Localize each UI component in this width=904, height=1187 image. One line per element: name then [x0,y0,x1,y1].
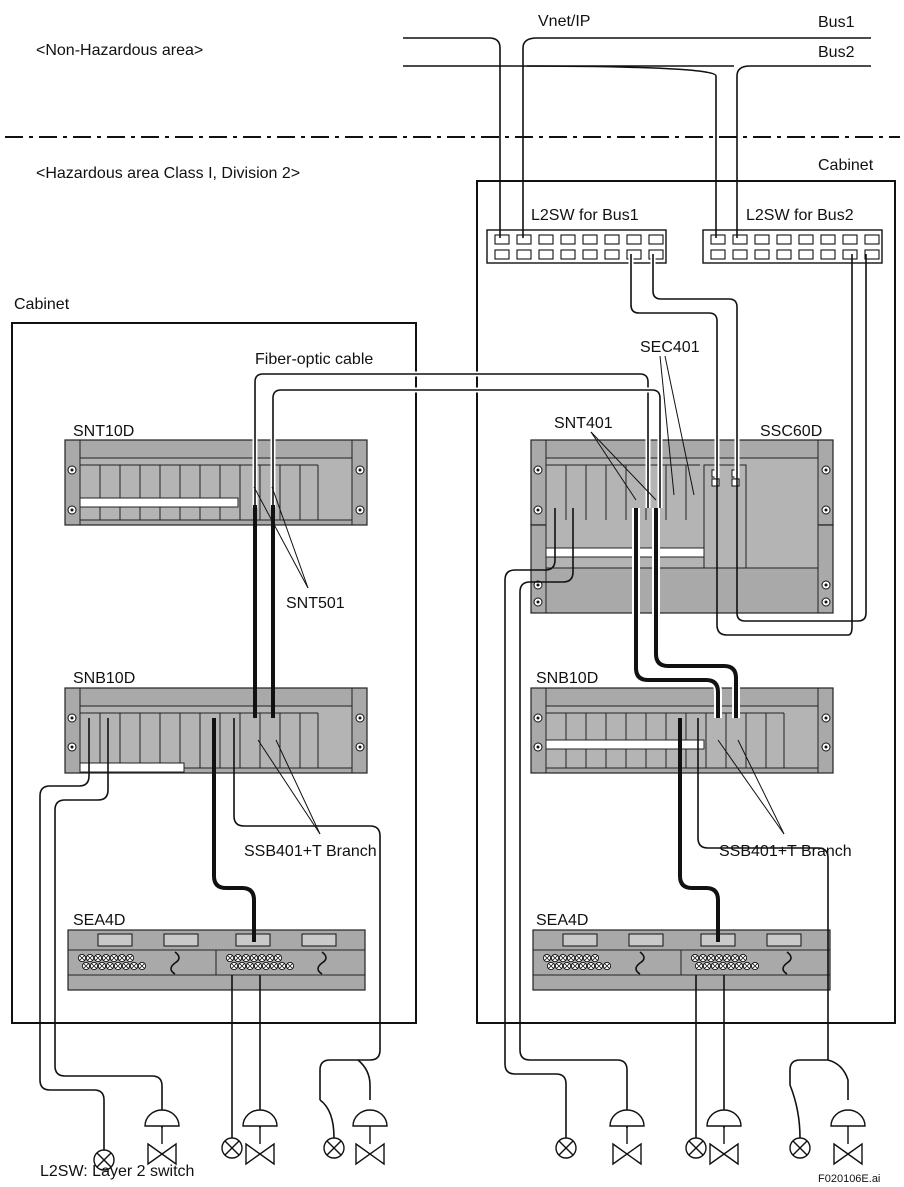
vnet-ip-label: Vnet/IP [538,13,590,30]
figure-id: F020106E.ai [818,1173,880,1185]
bus1-label: Bus1 [818,14,855,31]
valve-icon [609,1109,645,1165]
sea4d-left-unit [67,929,366,991]
l2sw-ports [494,234,880,260]
ssb401-right-label: SSB401+T Branch [719,843,852,860]
sea4d-right-unit [532,929,831,991]
field-devices [93,1109,866,1171]
snt10d-label: SNT10D [73,423,134,440]
bus2-label: Bus2 [818,44,855,61]
sec401-pointers [659,355,695,496]
ssc60d-label: SSC60D [760,423,822,440]
l2sw-bus2-label: L2SW for Bus2 [746,207,854,224]
lamp-icon [221,1137,243,1159]
snb10d-left-to-sea4d-cable [212,718,256,942]
ssc60d-unit [530,439,834,614]
valve-icon [706,1109,742,1165]
lamp-icon [685,1137,707,1159]
bus-to-switch-cables [488,37,751,238]
snb10d-right-label: SNB10D [536,670,598,687]
right-cabinet-label: Cabinet [818,157,874,174]
valve-icon [352,1109,388,1165]
switch-to-ssc60d-cables [628,254,740,478]
snb10d-right-to-sea4d-cable [678,718,720,942]
sea4d-right-label: SEA4D [536,912,588,929]
valve-icon [830,1109,866,1165]
ssb401-right-pointers [717,739,785,835]
hazardous-area-label: <Hazardous area Class I, Division 2> [36,165,300,182]
left-cabinet [11,322,417,1024]
lamp-icon [789,1137,811,1159]
sec401-label: SEC401 [640,339,700,356]
snt501-label: SNT501 [286,595,345,612]
snt401-label: SNT401 [554,415,613,432]
ssc60d-to-snb10d-cables [632,508,740,718]
snt10d-to-snb10d-cables [253,505,275,718]
snt501-pointers [253,486,309,589]
non-hazardous-area-label: <Non-Hazardous area> [36,42,203,59]
right-cabinet [476,180,896,1024]
snt10d-unit [64,439,368,526]
snt401-pointers [590,431,657,501]
l2sw-bus1-label: L2SW for Bus1 [531,207,639,224]
switch2-to-ssc60d-cables [716,254,867,636]
right-field-wiring [504,508,849,1138]
valve-icon [144,1109,180,1165]
ssb401-left-label: SSB401+T Branch [244,843,377,860]
valve-icon [242,1109,278,1165]
snb10d-left-label: SNB10D [73,670,135,687]
left-field-wiring [39,718,381,1150]
fiber-optic-cable [252,371,663,508]
left-cabinet-label: Cabinet [14,296,70,313]
sea4d-left-label: SEA4D [73,912,125,929]
fiber-optic-label: Fiber-optic cable [255,351,373,368]
lamp-icon [555,1137,577,1159]
ssb401-left-pointers [257,739,321,835]
device-lead-lines [319,1084,801,1139]
lamp-icon [323,1137,345,1159]
legend-note: L2SW: Layer 2 switch [40,1163,194,1180]
